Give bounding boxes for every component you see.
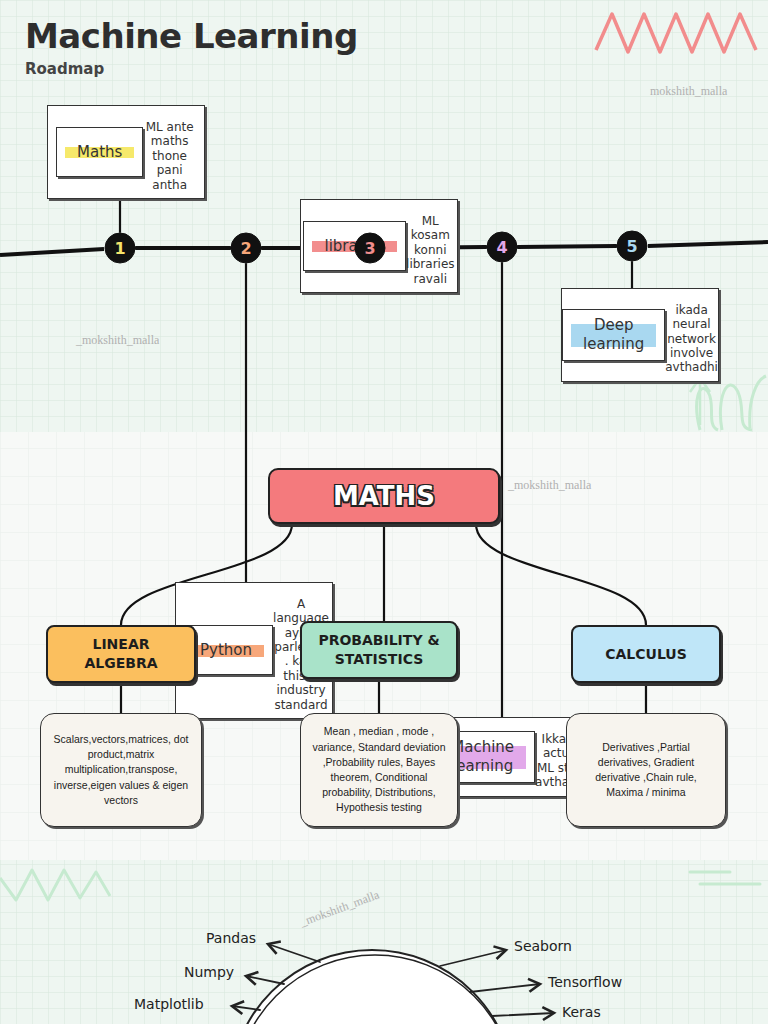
text-label: Pandas (206, 930, 256, 946)
step-number: 3 (364, 239, 375, 258)
step-number-circle: 3 (354, 232, 386, 264)
connector (136, 246, 230, 250)
box-label: PROBABILITY & STATISTICS (310, 631, 448, 669)
detail-box: Scalars,vectors,matrices, dot product,ma… (40, 713, 202, 827)
text-label: Tensorflow (548, 974, 622, 990)
connector (476, 524, 646, 625)
panel-ground (0, 0, 768, 432)
zigzag-doodle (0, 870, 110, 900)
timeline (0, 249, 104, 255)
step-number-circle: 2 (230, 232, 262, 264)
category-box: LINEAR ALGEBRA (46, 625, 196, 683)
detail-text: Scalars,vectors,matrices, dot product,ma… (50, 732, 192, 808)
circle-outline (355, 233, 385, 263)
topic-title: Deep learning (571, 316, 656, 354)
leader-arrow (268, 944, 320, 962)
watermark: _mokshith_malla (76, 333, 159, 348)
leader-arrow (246, 976, 284, 984)
leader-arrow (232, 1006, 260, 1010)
step-number: 1 (114, 239, 125, 258)
topic-box: Deep learningikada neural network involv… (561, 288, 719, 382)
text-label: Seaborn (514, 938, 572, 954)
box-label: MATHS (333, 481, 435, 511)
topic-box: Maths ML ante maths thone pani antha (47, 105, 205, 199)
circle-outline (105, 233, 135, 263)
watermark: _mokshith_malla (508, 478, 591, 493)
box-label: LINEAR ALGEBRA (56, 635, 186, 673)
library-circle (235, 955, 515, 1024)
connector (383, 524, 385, 621)
text-label: Matplotlib (134, 996, 204, 1012)
watermark: mokshith_malla (650, 84, 727, 99)
library-arrows (232, 944, 554, 1016)
timeline (648, 242, 768, 246)
library-circle (230, 950, 514, 1024)
connector (119, 199, 121, 232)
detail-box: Derivatives ,Partial derivatives, Gradie… (566, 713, 726, 827)
connector (245, 264, 247, 582)
panel-ground (0, 432, 768, 860)
detail-box: Mean , median , mode , variance, Standar… (300, 713, 458, 827)
leader-arrow (440, 950, 506, 966)
category-box: PROBABILITY & STATISTICS (300, 621, 458, 679)
detail-text: Mean , median , mode , variance, Standar… (310, 724, 448, 815)
connector (645, 683, 647, 713)
connector (120, 683, 122, 713)
topic-card: Maths (56, 127, 143, 177)
topic-title: Maths (65, 143, 134, 162)
text-label: Numpy (184, 964, 234, 980)
circle-outline (487, 232, 517, 262)
topic-note: ML kosam konni libraries ravali (406, 214, 454, 286)
step-number: 2 (240, 239, 251, 258)
box-label: CALCULUS (605, 645, 687, 664)
connector (501, 263, 503, 717)
arrow-doodle (690, 378, 710, 425)
topic-note: ikada neural network involve avthadhi (665, 303, 718, 375)
connector (518, 246, 616, 247)
watermark: _mokshith_malla (298, 888, 381, 931)
detail-text: Derivatives ,Partial derivatives, Gradie… (576, 740, 716, 801)
diagram-title: Machine Learning (25, 16, 358, 56)
maths-header-box: MATHS (268, 468, 500, 524)
circle-outline (617, 231, 647, 261)
leader-arrow (470, 984, 540, 992)
step-number-circle: 4 (486, 231, 518, 263)
topic-note: ML ante maths thone pani antha (143, 120, 196, 192)
connector (631, 262, 633, 288)
category-box: CALCULUS (571, 625, 721, 683)
step-number: 5 (626, 237, 637, 256)
step-number-circle: 1 (104, 232, 136, 264)
topic-title: Python (188, 641, 264, 660)
line-doodle (690, 872, 760, 884)
leader-arrow (492, 1013, 554, 1016)
step-number: 4 (496, 238, 507, 257)
step-number-circle: 5 (616, 230, 648, 262)
grid (0, 0, 768, 432)
topic-card: Deep learning (562, 309, 665, 361)
grid (0, 432, 768, 860)
connector (378, 679, 380, 713)
squiggle-doodle (697, 376, 766, 430)
zigzag-doodle (596, 14, 756, 52)
circle-outline (231, 233, 261, 263)
text-label: Roadmap (25, 60, 104, 78)
text-label: Keras (562, 1004, 601, 1020)
